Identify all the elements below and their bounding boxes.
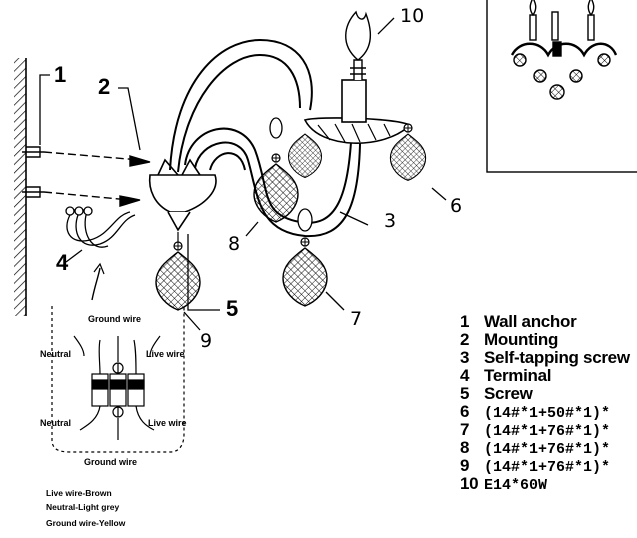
wiring-live-bottom: Live wire — [148, 418, 187, 428]
parts-item: 9(14#*1+76#*1)* — [460, 456, 611, 476]
callout-6: 6 — [450, 195, 463, 217]
wall-anchors — [22, 146, 151, 207]
terminal-wires — [65, 206, 136, 248]
wiring-neutral-top: Neutral — [40, 349, 72, 359]
candle-cup — [303, 79, 412, 144]
wiring-ground-top: Ground wire — [88, 314, 142, 324]
callout-1: 1 — [54, 62, 67, 87]
crystal-9 — [155, 232, 201, 311]
wiring-ground-bottom: Ground wire — [84, 457, 138, 467]
crystal-6a — [287, 133, 323, 179]
leader-lines — [39, 17, 447, 331]
callout-4: 4 — [56, 250, 69, 275]
parts-item: 8(14#*1+76#*1)* — [460, 438, 611, 458]
mounting-plate — [148, 158, 217, 232]
legend-live: Live wire-Brown — [46, 488, 112, 498]
callout-5: 5 — [226, 296, 239, 321]
callout-2: 2 — [98, 74, 111, 99]
preview-box — [486, 0, 637, 173]
callout-9: 9 — [200, 330, 213, 352]
wiring-detail — [51, 262, 185, 453]
wiring-live-top: Live wire — [146, 349, 185, 359]
bulb — [345, 10, 372, 80]
parts-item: 6(14#*1+50#*1)* — [460, 402, 611, 422]
callout-3: 3 — [384, 210, 397, 232]
callout-7: 7 — [350, 308, 363, 330]
crystal-8 — [253, 117, 299, 223]
crystal-7 — [282, 208, 328, 307]
callout-8: 8 — [228, 233, 241, 255]
wall — [14, 58, 27, 316]
callout-10: 10 — [400, 5, 425, 27]
parts-item: 7(14#*1+76#*1)* — [460, 420, 611, 440]
wiring-neutral-bottom: Neutral — [40, 418, 72, 428]
legend-neutral: Neutral-Light grey — [46, 502, 120, 512]
legend-ground: Ground wire-Yellow — [46, 518, 126, 528]
